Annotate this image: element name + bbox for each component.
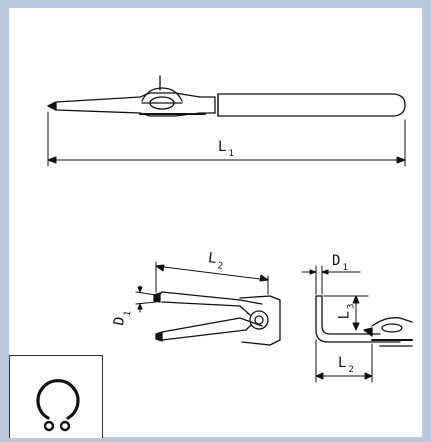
- bent-tip-view: [315, 295, 413, 347]
- label-l1: L1: [218, 139, 235, 159]
- dimension-l2-right: [315, 339, 373, 383]
- dimension-l1: [47, 111, 406, 167]
- label-l3: L3: [336, 302, 357, 320]
- dimension-d1-left: [135, 285, 157, 313]
- circlip-thumbnail: [9, 355, 103, 438]
- dimension-l3: [323, 295, 369, 331]
- label-d1-right: D1: [332, 253, 349, 273]
- label-l2-right: L2: [338, 355, 355, 375]
- dimension-l2-left: [155, 261, 269, 295]
- pliers-side-view: [47, 75, 406, 117]
- dimension-d1-right: [301, 265, 361, 295]
- jaws-open-view: [153, 291, 281, 346]
- circlip-ring-icon: [36, 379, 80, 432]
- label-d1-left: D1: [111, 309, 134, 327]
- label-l2-left: L2: [207, 250, 225, 272]
